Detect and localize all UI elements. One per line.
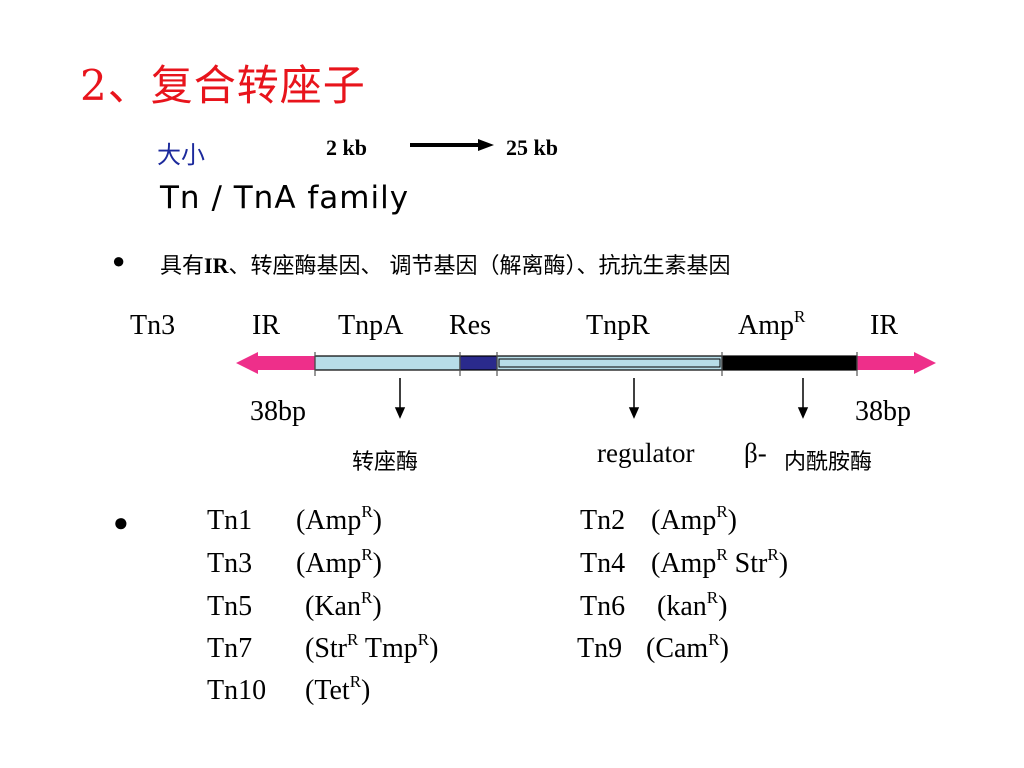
resistance-superscript: R xyxy=(767,544,779,564)
resistance-text: ) xyxy=(429,633,439,664)
label-bp-right: 38bp xyxy=(855,396,911,427)
label-res: Res xyxy=(449,310,491,341)
ir-right-segment xyxy=(857,352,936,374)
resistance-text: ) xyxy=(372,591,382,622)
resistance-text: (Cam xyxy=(646,633,709,664)
resistance-text: (Str xyxy=(305,633,347,664)
ir-left-segment xyxy=(236,352,315,374)
resistance-text: (Amp xyxy=(296,505,362,536)
resistance-superscript: R xyxy=(347,629,359,649)
resistance-text: (Tet xyxy=(305,675,350,706)
resistance-text: (Kan xyxy=(305,591,361,622)
resistance-text: Str xyxy=(727,548,768,579)
resistance-text: (kan xyxy=(657,591,707,622)
resistance-text: (Amp xyxy=(651,505,717,536)
tn-resistance: (AmpR) xyxy=(651,501,737,537)
tn-name: Tn9 xyxy=(577,633,623,664)
tnpr-inner xyxy=(498,358,721,368)
tn-name: Tn3 xyxy=(207,548,253,579)
bullet-1-prefix: 具有 xyxy=(160,254,205,279)
label-tn3: Tn3 xyxy=(130,310,176,341)
label-amp: AmpR xyxy=(738,306,806,342)
tn-name: Tn1 xyxy=(207,505,253,536)
label-beta: β- xyxy=(744,438,767,468)
label-ir-right: IR xyxy=(870,310,898,341)
tn-resistance: (TetR) xyxy=(305,671,371,707)
bullet-1-rest: 、转座酶基因、 调节基因（解离酶）、抗抗生素基因 xyxy=(228,254,731,279)
resistance-text: ) xyxy=(727,505,737,536)
size-from: 2 kb xyxy=(326,135,367,160)
label-ir-left: IR xyxy=(252,310,280,341)
resistance-text: (Amp xyxy=(651,548,717,579)
resistance-text: Tmp xyxy=(358,633,418,664)
resistance-text: ) xyxy=(718,591,728,622)
label-amp-sup: R xyxy=(794,306,806,326)
resistance-superscript: R xyxy=(706,587,719,607)
tn-name: Tn2 xyxy=(580,505,626,536)
tn-resistance: (KanR) xyxy=(305,587,382,623)
tn-name: Tn5 xyxy=(207,591,253,622)
amp-segment xyxy=(721,355,858,371)
size-to: 25 kb xyxy=(506,135,558,160)
bullet-2-dot: ● xyxy=(113,508,129,537)
resistance-superscript: R xyxy=(361,501,373,521)
tn-name: Tn10 xyxy=(207,675,267,706)
size-arrow-head xyxy=(478,139,494,151)
segment-boundaries xyxy=(314,352,858,376)
resistance-superscript: R xyxy=(417,629,430,649)
tn-name: Tn7 xyxy=(207,633,253,664)
tn-resistance: (AmpR) xyxy=(296,544,382,580)
tn-resistance: (AmpR) xyxy=(296,501,382,537)
tn-resistance: (kanR) xyxy=(657,587,728,623)
tnpa-segment xyxy=(314,355,461,371)
resistance-superscript: R xyxy=(361,544,373,564)
family-line: Tn / TnA family xyxy=(160,180,410,216)
resistance-text: ) xyxy=(361,675,371,706)
slide-title: 2、复合转座子 xyxy=(80,61,366,110)
label-lactamase: 内酰胺酶 xyxy=(784,450,873,475)
resistance-text: ) xyxy=(372,505,382,536)
label-tnpa: TnpA xyxy=(338,310,404,341)
tn-name: Tn6 xyxy=(580,591,626,622)
tn-resistance: (StrR TmpR) xyxy=(305,629,439,665)
resistance-superscript: R xyxy=(349,671,362,691)
label-amp-text: Amp xyxy=(738,310,794,341)
tn-resistance: (AmpR StrR) xyxy=(651,544,789,580)
label-transposase: 转座酶 xyxy=(352,450,419,475)
res-segment xyxy=(459,355,498,371)
bullet-1-ir: IR xyxy=(204,253,229,278)
resistance-text: ) xyxy=(719,633,729,664)
resistance-superscript: R xyxy=(716,501,728,521)
bullet-1-dot: ● xyxy=(112,248,126,273)
resistance-superscript: R xyxy=(360,587,373,607)
tn-name: Tn4 xyxy=(580,548,626,579)
label-bp-left: 38bp xyxy=(250,396,306,427)
label-regulator: regulator xyxy=(597,438,695,468)
tnpr-segment xyxy=(496,355,723,371)
size-label: 大小 xyxy=(157,141,205,169)
label-tnpr: TnpR xyxy=(586,310,650,341)
bullet-1-text: 具有IR、转座酶基因、 调节基因（解离酶）、抗抗生素基因 xyxy=(160,248,730,280)
resistance-text: ) xyxy=(372,548,382,579)
resistance-text: (Amp xyxy=(296,548,362,579)
resistance-text: ) xyxy=(778,548,789,579)
resistance-superscript: R xyxy=(716,544,728,564)
resistance-superscript: R xyxy=(708,629,720,649)
tn-resistance: (CamR) xyxy=(646,629,729,665)
